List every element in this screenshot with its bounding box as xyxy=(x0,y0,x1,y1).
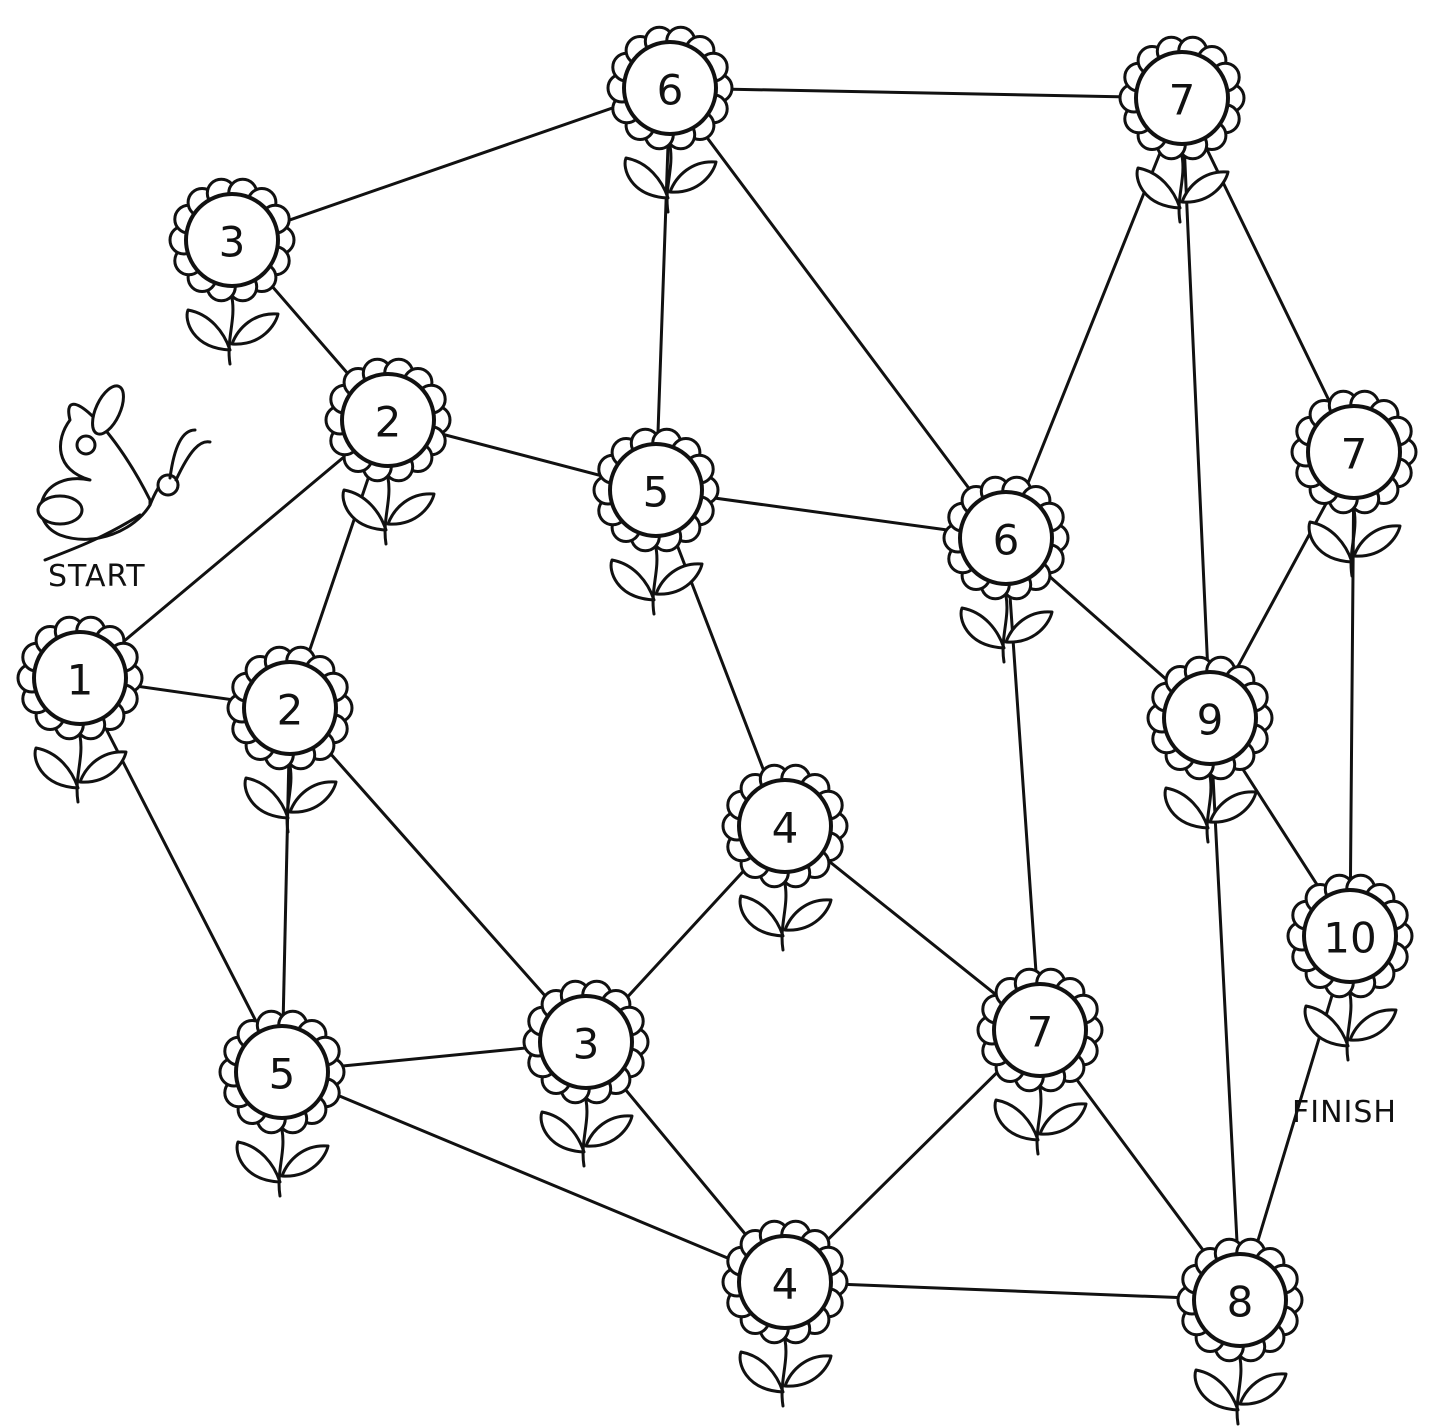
edge-f6b-f7a xyxy=(1004,96,1184,540)
flower-center xyxy=(992,982,1088,1078)
flower-center xyxy=(242,660,338,756)
flower-nodes: 1 2 2 3 3 4 4 5 5 6 6 7 7 7 8 9 10 xyxy=(16,25,1418,1426)
edge-f7a-f7b xyxy=(1180,96,1356,454)
flower-number: 3 xyxy=(573,1020,600,1069)
stem-icon xyxy=(341,476,436,546)
butterfly-icon xyxy=(36,384,212,562)
flower-number: 7 xyxy=(1027,1008,1054,1057)
flower-center xyxy=(1302,888,1398,984)
stem-icon xyxy=(243,764,338,834)
flower-f2b[interactable]: 2 xyxy=(226,645,354,834)
edge-f1-f5a xyxy=(78,676,284,1074)
start-label: START xyxy=(48,559,146,594)
flower-number: 2 xyxy=(277,686,304,735)
flower-number: 1 xyxy=(67,656,94,705)
stem-icon xyxy=(1307,508,1402,578)
flower-number: 8 xyxy=(1227,1278,1254,1327)
flower-f9[interactable]: 9 xyxy=(1146,655,1274,844)
flower-center xyxy=(958,490,1054,586)
edge-f2b-f5a xyxy=(280,706,292,1074)
flower-number: 4 xyxy=(772,804,799,853)
flower-center xyxy=(340,372,436,468)
flower-number: 7 xyxy=(1341,430,1368,479)
edge-f4b-f8 xyxy=(783,1280,1242,1302)
edge-f10-f8 xyxy=(1238,934,1352,1302)
flower-center xyxy=(622,40,718,136)
flower-f5a[interactable]: 5 xyxy=(218,1009,346,1198)
flower-f7c[interactable]: 7 xyxy=(976,967,1104,1156)
flower-f7a[interactable]: 7 xyxy=(1118,35,1246,224)
stem-icon xyxy=(1135,154,1230,224)
flower-f1[interactable]: 1 xyxy=(16,615,144,804)
edge-f5b-f6a xyxy=(654,86,672,492)
flower-center xyxy=(1192,1252,1288,1348)
flower-number: 2 xyxy=(375,398,402,447)
stem-icon xyxy=(623,144,718,214)
flower-center xyxy=(32,630,128,726)
flower-f4b[interactable]: 4 xyxy=(721,1219,849,1408)
stem-icon xyxy=(738,1338,833,1408)
flower-number: 9 xyxy=(1197,696,1224,745)
stem-icon xyxy=(738,882,833,952)
flower-center xyxy=(538,994,634,1090)
flower-number: 3 xyxy=(219,218,246,267)
flower-center xyxy=(1306,404,1402,500)
flower-center xyxy=(1134,50,1230,146)
stem-icon xyxy=(1303,992,1398,1062)
flower-f5b[interactable]: 5 xyxy=(592,427,720,616)
edge-f2b-f3b xyxy=(288,706,588,1044)
edge-f6a-f7a xyxy=(668,86,1184,100)
stem-icon xyxy=(33,734,128,804)
flower-center xyxy=(737,778,833,874)
edge-f5a-f4b xyxy=(280,1070,787,1284)
stem-icon xyxy=(959,594,1054,664)
stem-icon xyxy=(185,296,280,366)
stem-icon xyxy=(993,1086,1088,1156)
flower-center xyxy=(608,442,704,538)
stem-icon xyxy=(235,1128,330,1198)
flower-center xyxy=(184,192,280,288)
flower-center xyxy=(1162,670,1258,766)
flower-f4a[interactable]: 4 xyxy=(721,763,849,952)
flower-f3a[interactable]: 3 xyxy=(168,177,296,366)
flower-f6a[interactable]: 6 xyxy=(606,25,734,214)
stem-icon xyxy=(609,546,704,616)
edge-f6b-f7c xyxy=(1004,536,1042,1032)
flower-f2a[interactable]: 2 xyxy=(324,357,452,546)
flower-center xyxy=(234,1024,330,1120)
flower-number: 10 xyxy=(1323,914,1376,963)
flower-f7b[interactable]: 7 xyxy=(1290,389,1418,578)
flower-number: 5 xyxy=(643,468,670,517)
flower-number: 7 xyxy=(1169,76,1196,125)
edge-f3a-f6a xyxy=(230,86,672,242)
finish-label: FINISH xyxy=(1292,1095,1397,1130)
stem-icon xyxy=(539,1098,634,1168)
flower-number: 6 xyxy=(657,66,684,115)
flower-number: 4 xyxy=(772,1260,799,1309)
flower-number: 6 xyxy=(993,516,1020,565)
stem-icon xyxy=(1193,1356,1288,1426)
stem-icon xyxy=(1163,774,1258,844)
flower-f3b[interactable]: 3 xyxy=(522,979,650,1168)
flower-f6b[interactable]: 6 xyxy=(942,475,1070,664)
flower-center xyxy=(737,1234,833,1330)
edge-f1-f2a xyxy=(78,418,390,680)
flower-number: 5 xyxy=(269,1050,296,1099)
flower-f10[interactable]: 10 xyxy=(1286,873,1414,1062)
flower-f8[interactable]: 8 xyxy=(1176,1237,1304,1426)
edge-f6a-f6b xyxy=(668,86,1008,540)
